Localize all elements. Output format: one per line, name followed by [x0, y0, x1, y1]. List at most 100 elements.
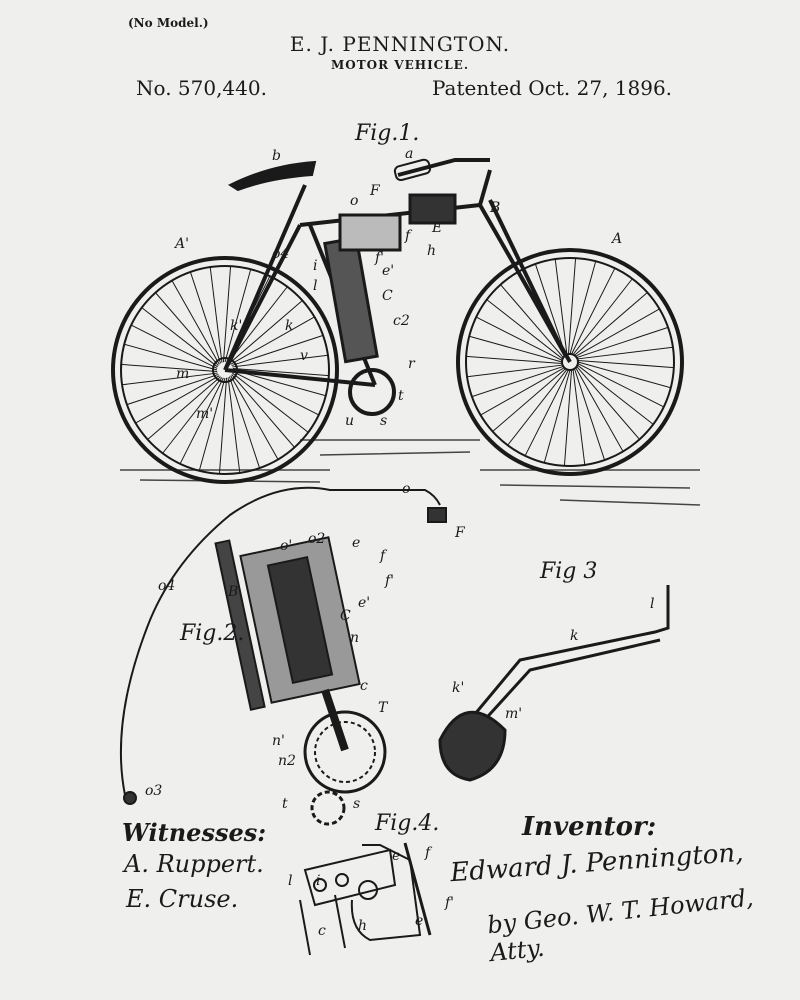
part-label-fig1: i: [313, 258, 317, 274]
part-label-fig2: n': [272, 733, 285, 749]
part-label-fig1: m': [196, 406, 213, 422]
spoke: [577, 346, 674, 360]
spoke: [232, 354, 329, 368]
spoke: [141, 307, 218, 368]
part-label-fig3: k': [452, 680, 464, 696]
drive-sprocket: [348, 368, 396, 416]
part-label-fig1: e': [382, 263, 394, 279]
part-label-fig4: e: [415, 913, 423, 929]
fig4-label: Fig.4.: [374, 811, 439, 836]
part-label-fig1: b: [272, 148, 281, 164]
inventor-name-heading: E. J. PENNINGTON.: [289, 32, 511, 56]
part-label-fig2: n2: [278, 753, 296, 769]
part-label-fig1: h: [427, 243, 436, 259]
spoke: [209, 266, 223, 363]
part-label-fig1: f': [374, 250, 384, 266]
part-label-fig1: f: [404, 228, 413, 244]
spoke: [577, 363, 665, 408]
spoke: [577, 361, 671, 389]
spoke: [469, 335, 563, 363]
spoke: [575, 367, 624, 452]
part-label-fig3: l: [650, 596, 654, 612]
part-label-fig1: k: [285, 318, 293, 334]
part-label-fig2: T: [378, 700, 389, 716]
spoke: [567, 258, 577, 355]
part-label-fig4: i: [316, 873, 320, 889]
witnesses-label: Witnesses:: [122, 818, 267, 847]
part-label-fig3: m': [505, 706, 522, 722]
spoke: [492, 368, 566, 432]
spoke: [121, 363, 218, 373]
part-label-fig4: f: [424, 845, 433, 861]
part-label-fig4: e: [392, 848, 400, 864]
handlebar-grip: [393, 158, 432, 182]
part-label-fig1: r: [408, 356, 416, 372]
part-label-fig2: B: [227, 584, 238, 600]
spoke: [563, 369, 573, 466]
spoke: [571, 267, 616, 355]
spoke: [577, 359, 674, 369]
part-label-fig1: B: [489, 200, 500, 216]
saddle: [227, 160, 317, 192]
part-label-fig1: m: [176, 366, 189, 382]
fig1-label: Fig.1.: [354, 121, 419, 146]
part-label-fig2: o': [280, 538, 292, 554]
spoke: [189, 271, 222, 364]
witness-signature-2: E. Cruse.: [126, 885, 239, 913]
part-label-fig2: n: [350, 630, 359, 646]
spoke: [229, 300, 303, 364]
wire: [119, 486, 441, 796]
spoke: [147, 376, 221, 440]
spoke: [524, 369, 569, 457]
part-label-fig2: o2: [308, 531, 325, 547]
fig3-label: Fig 3: [539, 559, 597, 584]
spoke: [230, 375, 279, 460]
part-label-fig1: u: [345, 413, 354, 429]
patent-date: Patented Oct. 27, 1896.: [432, 76, 673, 100]
spoke: [232, 371, 320, 416]
spoke: [198, 377, 226, 471]
spoke: [124, 343, 218, 371]
part-label-fig2: e': [358, 595, 370, 611]
spoke: [507, 369, 568, 446]
part-label-fig2: c: [360, 678, 368, 694]
part-label-fig1: c2: [393, 313, 410, 329]
part-label-fig2: e: [352, 535, 360, 551]
part-label-fig1: A: [610, 231, 622, 247]
patent-title: MOTOR VEHICLE.: [331, 58, 469, 72]
witness-signature-1: A. Ruppert.: [124, 850, 264, 878]
spoke: [222, 266, 232, 363]
frame: [223, 158, 572, 387]
spoke: [466, 355, 563, 365]
motor: [323, 193, 457, 364]
spoke: [130, 324, 218, 369]
spoke: [500, 284, 564, 358]
part-label-fig1: E: [431, 220, 442, 236]
part-label-fig1: k': [230, 318, 242, 334]
spoke: [480, 367, 565, 416]
spoke: [573, 368, 606, 461]
spoke: [230, 316, 315, 365]
fig2-motor-detail: [119, 486, 447, 826]
part-label-fig4: c: [318, 923, 326, 939]
spoke: [475, 316, 563, 361]
part-label-fig2: F: [454, 525, 466, 541]
part-label-fig1: a: [405, 146, 413, 162]
spoke: [466, 364, 563, 378]
spoke: [576, 366, 640, 440]
spoke: [575, 308, 660, 357]
spoke: [218, 377, 228, 474]
spoke: [155, 292, 219, 366]
spoke: [121, 372, 218, 386]
spoke: [228, 376, 261, 469]
inventor-label: Inventor:: [522, 812, 657, 842]
part-label-fig2: o3: [145, 783, 162, 799]
spoke: [232, 372, 309, 433]
spoke: [577, 364, 654, 425]
spoke: [126, 373, 219, 406]
spoke: [572, 369, 586, 466]
part-label-fig1: l: [313, 278, 317, 294]
spoke: [569, 261, 597, 355]
